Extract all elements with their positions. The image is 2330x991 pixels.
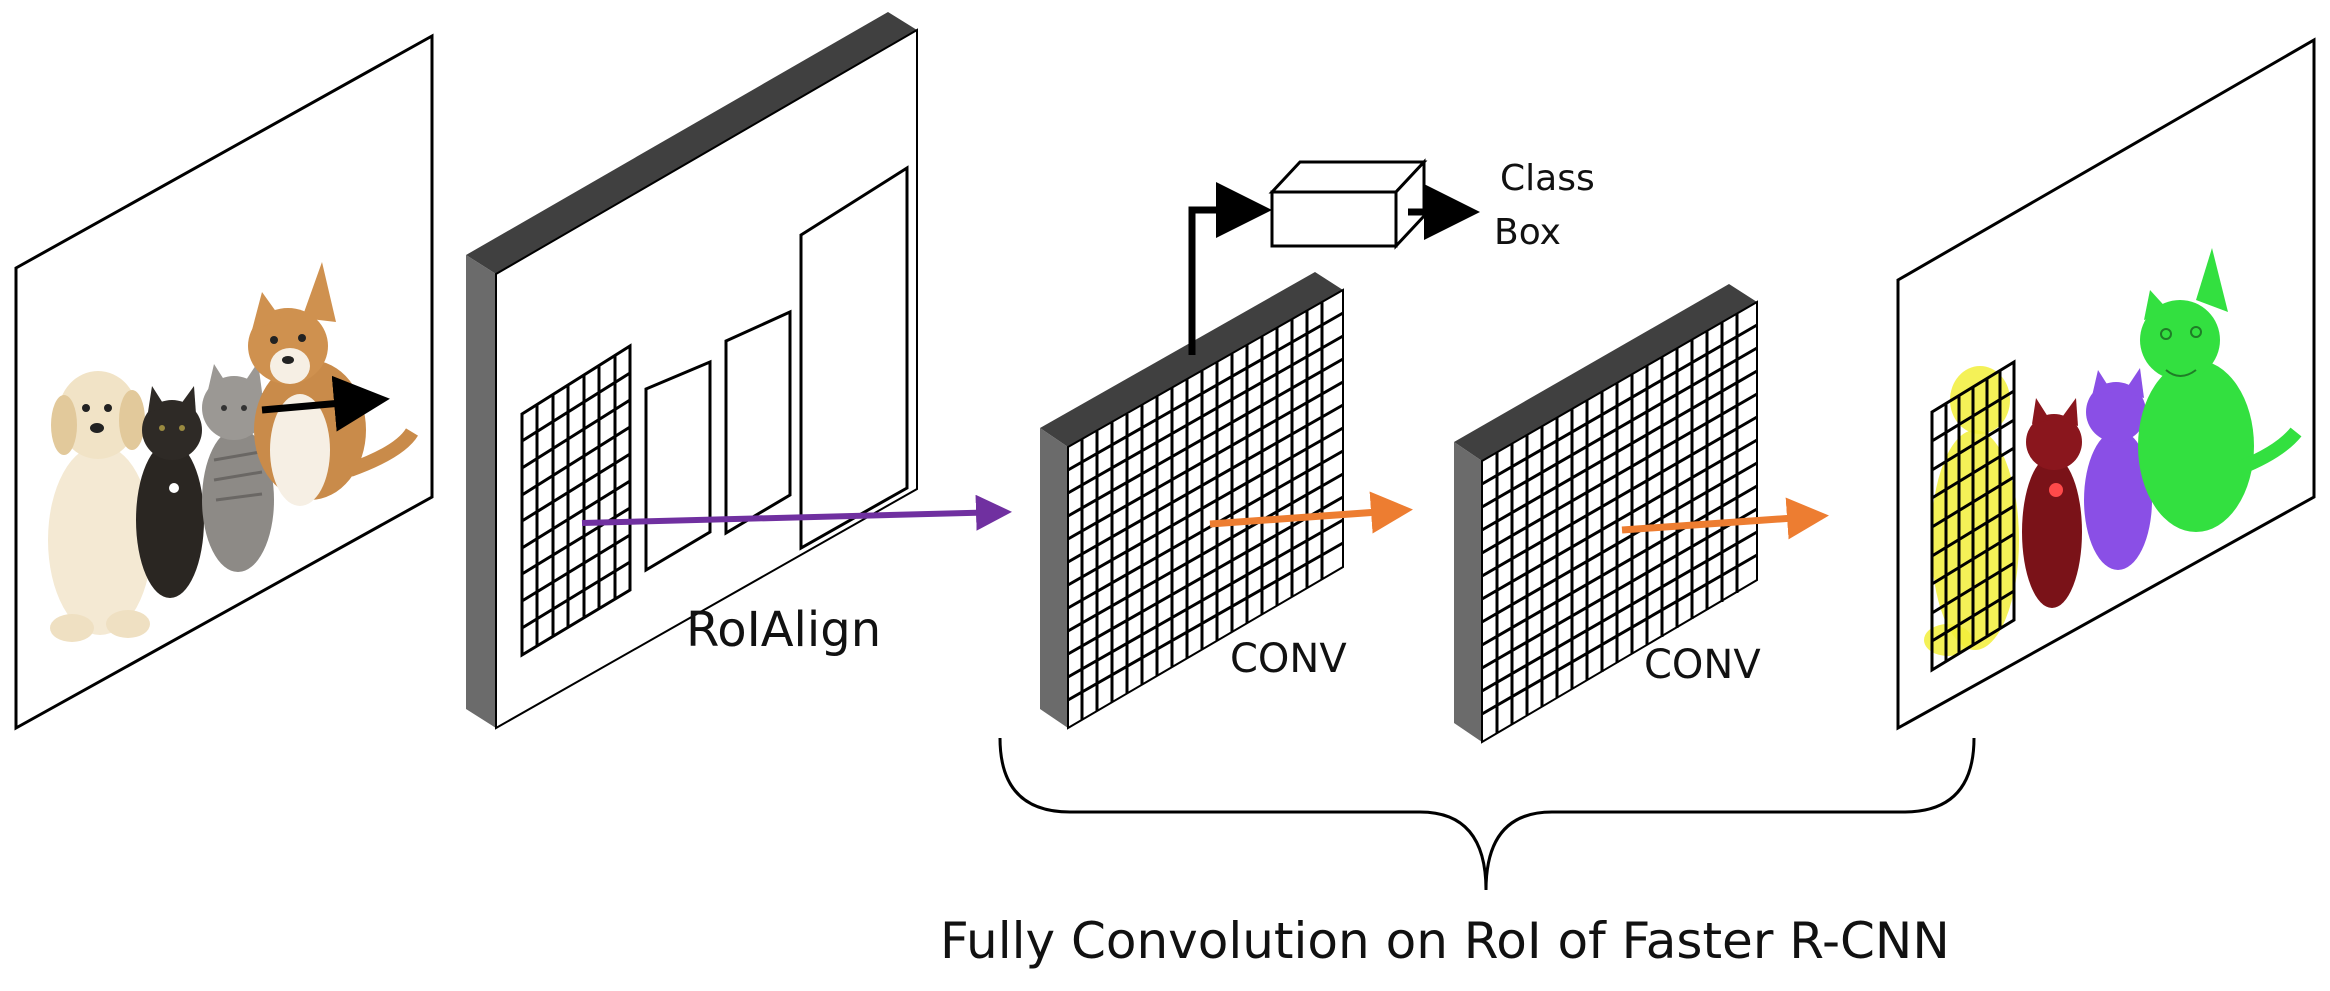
box-label: Box xyxy=(1494,212,1561,253)
class-label: Class xyxy=(1500,158,1595,199)
roi-grid xyxy=(1930,359,2016,673)
conv-block-icon xyxy=(1040,272,1344,730)
conv-label-2: CONV xyxy=(1644,642,1761,688)
feature-map-icon xyxy=(466,12,918,730)
mask-black-cat xyxy=(2022,398,2082,608)
conv-block-icon xyxy=(1454,284,1758,744)
roialign-label: RoIAlign xyxy=(686,602,882,658)
output-mask-icon xyxy=(1896,37,2316,731)
fc-head-box-icon xyxy=(1268,158,1428,250)
conv-label-1: CONV xyxy=(1230,636,1347,682)
caption: Fully Convolution on RoI of Faster R-CNN xyxy=(940,912,1950,970)
conv-arrow-1 xyxy=(1209,491,1413,534)
kitten-black xyxy=(136,386,204,598)
conv-arrow-2 xyxy=(1621,497,1829,540)
roialign-arrow xyxy=(581,494,1012,531)
roi-grid xyxy=(520,343,632,658)
mask-tabby-cat xyxy=(2084,368,2152,570)
brace xyxy=(998,737,1976,891)
kitten-tabby xyxy=(202,362,274,572)
input-image-icon xyxy=(14,33,434,731)
puppy-left xyxy=(48,371,152,642)
mask-dog-right xyxy=(2138,248,2302,532)
head-branch-arrow xyxy=(1188,182,1272,355)
